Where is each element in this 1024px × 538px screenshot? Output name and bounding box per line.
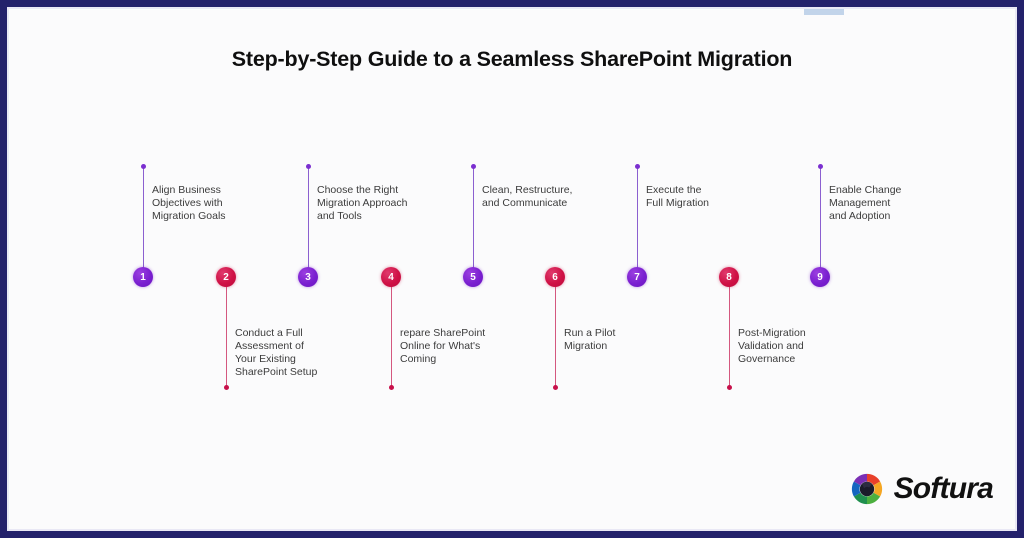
connector-endpoint-dot (634, 164, 640, 169)
step-connector-line (142, 167, 144, 269)
step-marker-9[interactable]: 9 (810, 267, 830, 287)
timeline-steps-container: 1 Align Business Objectives with Migratio… (9, 9, 1015, 529)
step-marker-7[interactable]: 7 (627, 267, 647, 287)
step-label-8: Post-Migration Validation and Governance (738, 327, 806, 365)
step-marker-1[interactable]: 1 (133, 267, 153, 287)
step-label-5: Clean, Restructure, and Communicate (482, 184, 573, 209)
step-label-2: Conduct a Full Assessment of Your Existi… (235, 327, 318, 378)
step-marker-5[interactable]: 5 (463, 267, 483, 287)
connector-endpoint-dot (140, 164, 146, 169)
step-marker-8[interactable]: 8 (719, 267, 739, 287)
step-label-7: Execute the Full Migration (646, 184, 710, 209)
connector-endpoint-dot (223, 385, 229, 390)
top-edge-artifact (804, 9, 844, 15)
step-label-9: Enable Change Management and Adoption (829, 184, 902, 222)
inner-frame-gap: Step-by-Step Guide to a Seamless SharePo… (7, 7, 1017, 531)
step-connector-line (636, 167, 638, 269)
connector-endpoint-dot (388, 385, 394, 390)
step-connector-line (728, 285, 730, 389)
step-connector-line (307, 167, 309, 269)
connector-endpoint-dot (817, 164, 823, 169)
page-title: Step-by-Step Guide to a Seamless SharePo… (231, 47, 793, 71)
connector-endpoint-dot (552, 385, 558, 390)
softura-swirl-logo-icon (851, 473, 882, 505)
step-connector-line (390, 285, 392, 389)
content-area: Step-by-Step Guide to a Seamless SharePo… (9, 9, 1015, 529)
step-marker-4[interactable]: 4 (381, 267, 401, 287)
connector-endpoint-dot (726, 385, 732, 390)
connector-endpoint-dot (305, 164, 311, 169)
step-marker-3[interactable]: 3 (298, 267, 318, 287)
step-label-4: repare SharePoint Online for What's Comi… (400, 327, 486, 365)
step-label-3: Choose the Right Migration Approach and … (317, 184, 408, 222)
step-label-1: Align Business Objectives with Migration… (152, 184, 226, 222)
step-connector-line (554, 285, 556, 389)
step-marker-2[interactable]: 2 (216, 267, 236, 287)
step-marker-6[interactable]: 6 (545, 267, 565, 287)
step-connector-line (819, 167, 821, 269)
softura-logo: Softura (849, 471, 994, 507)
connector-endpoint-dot (470, 164, 476, 169)
step-label-6: Run a Pilot Migration (564, 327, 616, 352)
softura-wordmark: Softura (893, 472, 994, 505)
step-connector-line (472, 167, 474, 269)
step-connector-line (225, 285, 227, 389)
